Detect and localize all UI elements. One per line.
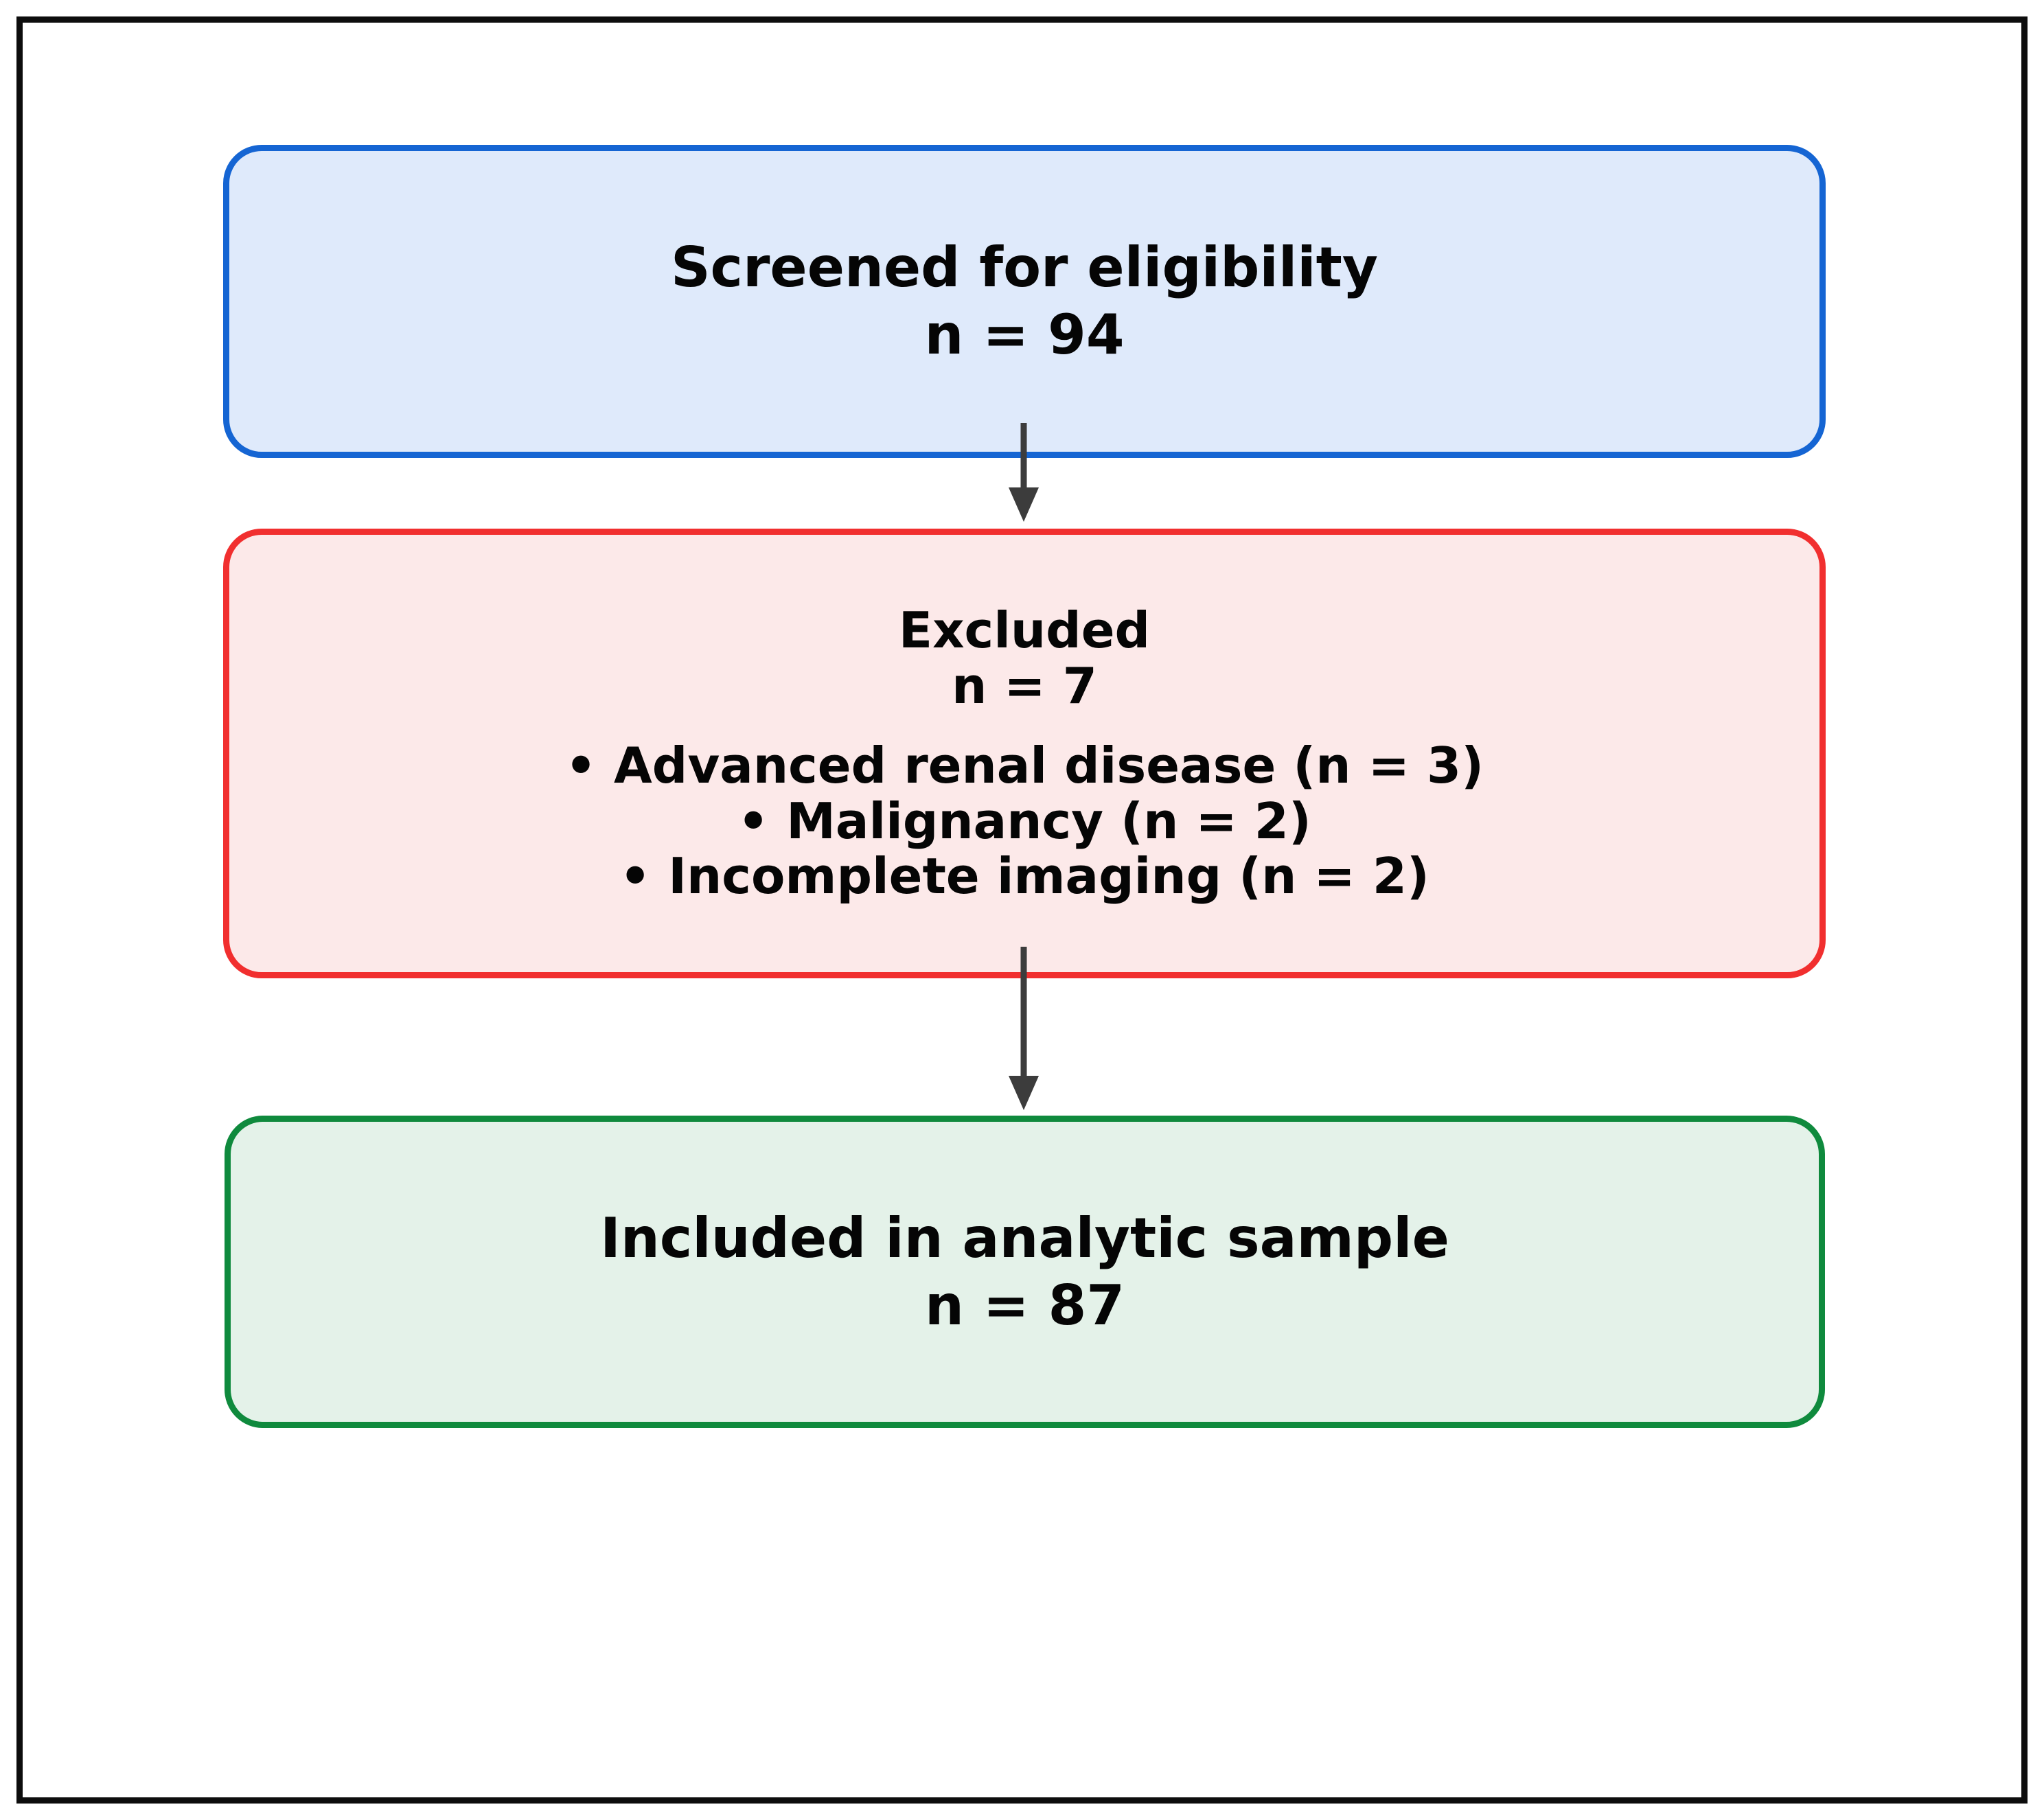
node-included-in-analytic-sample: Included in analytic sample n = 87	[225, 1116, 1825, 1428]
down-arrow-icon	[1009, 947, 1039, 1110]
node-screened-for-eligibility: Screened for eligibility n = 94	[223, 145, 1826, 458]
node-count: n = 94	[924, 303, 1125, 367]
exclusion-reason: • Incomplete imaging (n = 2)	[619, 847, 1429, 906]
exclusion-reason: • Advanced renal disease (n = 3)	[564, 737, 1484, 795]
node-title: Screened for eligibility	[670, 235, 1379, 300]
down-arrow-icon	[1009, 423, 1039, 522]
exclusion-reason: • Malignancy (n = 2)	[737, 792, 1311, 850]
node-count: n = 7	[952, 656, 1097, 715]
node-title: Excluded	[898, 601, 1151, 659]
node-count: n = 87	[924, 1273, 1125, 1337]
node-excluded: Excluded n = 7 • Advanced renal disease …	[223, 529, 1826, 978]
node-title: Included in analytic sample	[600, 1206, 1449, 1270]
